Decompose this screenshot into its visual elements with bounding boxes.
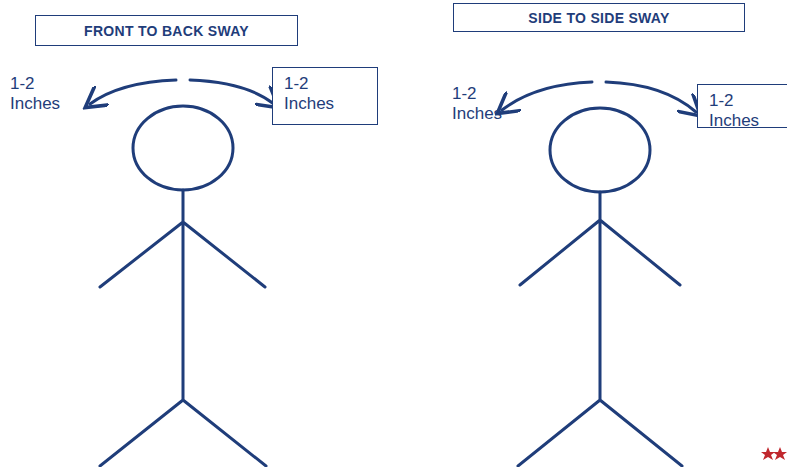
stick-figure-head	[550, 108, 650, 192]
stick-figure-head	[133, 106, 233, 190]
stick-figure-body	[100, 190, 266, 466]
measurement-box: 1-2 Inches	[272, 67, 378, 125]
measurement-box: 1-2 Inches	[697, 84, 787, 128]
title-text: SIDE TO SIDE SWAY	[528, 10, 669, 26]
title-text: FRONT TO BACK SWAY	[84, 23, 249, 39]
title-box: FRONT TO BACK SWAY	[35, 15, 298, 46]
measurement-text: 1-2 Inches	[709, 91, 771, 131]
sway-arrow	[190, 80, 274, 104]
sway-arrow	[502, 82, 592, 110]
measurement-label: 1-2 Inches	[10, 74, 72, 114]
sway-arrow	[606, 82, 696, 112]
logo-stars	[761, 447, 787, 460]
sway-arrow	[90, 80, 176, 104]
title-box: SIDE TO SIDE SWAY	[453, 3, 745, 32]
stick-figure-body	[518, 192, 682, 466]
measurement-label: 1-2 Inches	[452, 84, 514, 124]
measurement-text: 1-2 Inches	[284, 74, 346, 114]
